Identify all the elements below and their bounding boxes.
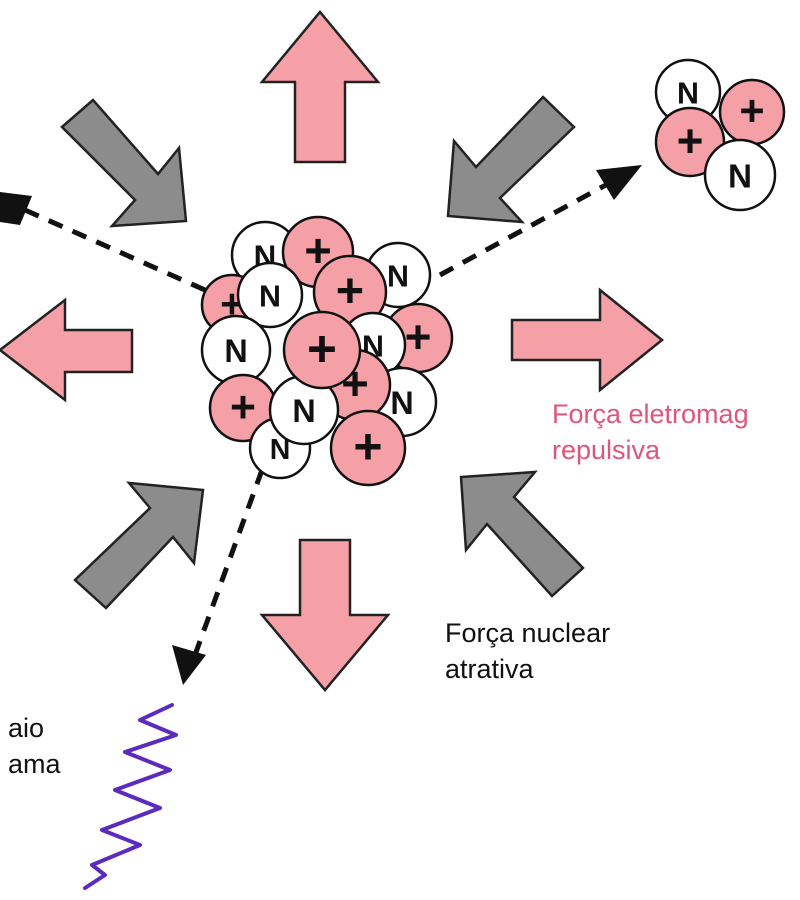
proton: + xyxy=(329,409,407,487)
neutron: N xyxy=(236,261,304,329)
dashed-path-gamma xyxy=(192,469,265,656)
neutron-symbol: N xyxy=(728,159,752,196)
repulsive-arrow-up xyxy=(259,10,381,164)
nuclear-label-line1: Força nuclear xyxy=(445,618,611,648)
attractive-arrow-top-left xyxy=(60,98,188,228)
proton-symbol: + xyxy=(677,114,704,166)
electromagnetic-force-label: Força eletromag repulsiva xyxy=(552,396,749,468)
neutron-symbol: N xyxy=(387,260,409,294)
electromagnetic-label-line2: repulsiva xyxy=(552,435,661,465)
proton: + xyxy=(312,254,388,330)
proton: + xyxy=(654,106,726,178)
dashed-arrowhead-gamma xyxy=(172,645,206,685)
proton-symbol: + xyxy=(739,87,764,135)
proton: + xyxy=(718,78,786,146)
gamma-ray-wave xyxy=(83,703,178,890)
proton-symbol: + xyxy=(336,264,364,318)
nuclear-label-line2: atrativa xyxy=(445,654,534,684)
neutron-symbol: N xyxy=(292,393,315,429)
proton-symbol: + xyxy=(307,320,337,377)
alpha-particle: N++N xyxy=(654,58,786,212)
neutron-symbol: N xyxy=(390,385,413,421)
nuclear-force-label: Força nuclear atrativa xyxy=(445,615,610,687)
dashed-path-alpha xyxy=(438,177,617,278)
attractive-arrow-top-right xyxy=(446,95,576,224)
dashed-arrowhead-alpha xyxy=(596,165,642,200)
proton-symbol: + xyxy=(230,383,256,432)
nucleus: N+N++NN+N+N+N+N+ xyxy=(200,215,454,487)
dashed-path-left xyxy=(23,207,207,293)
dashed-arrowhead-left xyxy=(0,192,32,225)
neutron-symbol: N xyxy=(270,434,291,466)
neutron-symbol: N xyxy=(677,77,699,111)
attractive-arrow-bottom-right xyxy=(459,470,585,598)
repulsive-arrow-right xyxy=(510,287,664,393)
gamma-ray-label: aio ama xyxy=(8,710,61,782)
gamma-label-line1: aio xyxy=(8,713,45,743)
neutron-symbol: N xyxy=(224,333,247,369)
attractive-arrow-bottom-left xyxy=(73,481,205,610)
gamma-label-line2: ama xyxy=(8,749,61,779)
neutron-symbol: N xyxy=(259,280,281,314)
repulsive-arrow-left xyxy=(0,297,134,403)
proton-symbol: + xyxy=(353,419,382,475)
neutron: N xyxy=(200,314,272,386)
neutron: N xyxy=(268,374,340,446)
proton: + xyxy=(282,310,362,390)
proton-symbol: + xyxy=(405,310,432,362)
neutron: N xyxy=(703,138,777,212)
repulsive-arrow-down xyxy=(259,538,391,692)
electromagnetic-label-line1: Força eletromag xyxy=(552,399,749,429)
